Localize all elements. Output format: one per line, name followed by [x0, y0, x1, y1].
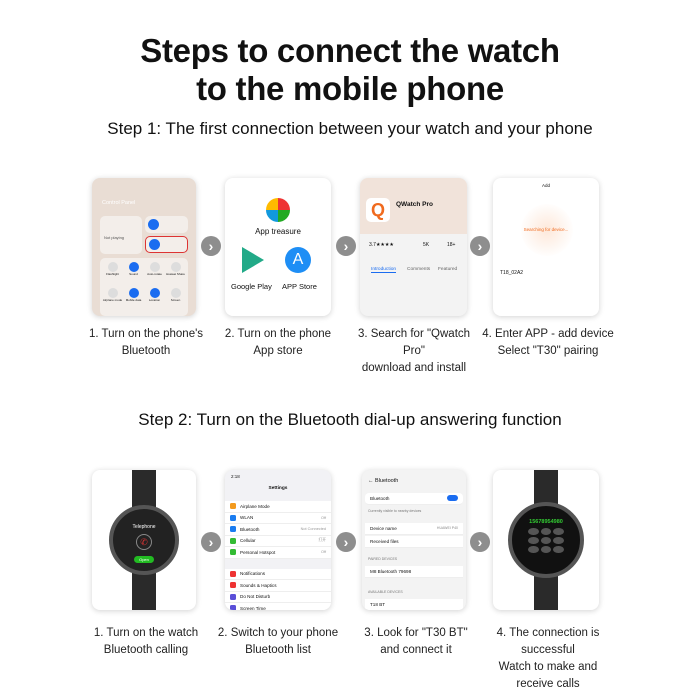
- app-store-label: APP Store: [282, 282, 317, 291]
- app-treasure-icon: [266, 198, 290, 222]
- dialed-number: 15678954980: [529, 519, 563, 525]
- settings-row-label: Bluetooth: [240, 526, 260, 532]
- settings-row-value: Off: [321, 515, 326, 520]
- google-play-label: Google Play: [231, 282, 272, 291]
- device-list-item[interactable]: T18_02A2: [500, 270, 524, 276]
- next-arrow-icon: ›: [336, 236, 356, 256]
- settings-row-label: Personal Hotspot: [240, 549, 276, 555]
- google-play-icon: [242, 247, 264, 273]
- status-time: 2:18: [231, 474, 240, 479]
- phone-icon: ✆: [136, 534, 152, 550]
- tab-comments[interactable]: Comments: [407, 267, 431, 272]
- control-panel-header: Control Panel: [102, 200, 136, 206]
- settings-icon: [230, 582, 236, 589]
- app-downloads: 5K: [423, 242, 430, 248]
- step2-heading: Step 2: Turn on the Bluetooth dial-up an…: [138, 410, 562, 429]
- paired-devices-label: PAIRED DEVICES: [368, 557, 398, 561]
- visible-note: Currently visible to nearby devices: [368, 509, 422, 513]
- next-arrow-icon: ›: [201, 236, 221, 256]
- settings-icon: [230, 605, 236, 610]
- next-arrow-icon: ›: [336, 532, 356, 552]
- dialpad: [528, 528, 564, 553]
- settings-icon: [230, 549, 236, 556]
- add-device-screen: Add Searching for device... T18_02A2: [493, 178, 599, 316]
- tab-introduction[interactable]: Introduction: [371, 267, 397, 273]
- bluetooth-tile: [145, 236, 188, 253]
- settings-row[interactable]: Screen Time: [225, 603, 331, 610]
- settings-row[interactable]: Airplane Mode: [225, 501, 331, 513]
- settings-icon: [230, 503, 236, 510]
- tab-featured[interactable]: Featured: [438, 267, 458, 272]
- settings-row-label: WLAN: [240, 515, 254, 521]
- app-store-icon: A: [285, 247, 311, 273]
- watch-open-button[interactable]: Open: [134, 556, 154, 563]
- next-arrow-icon: ›: [470, 532, 490, 552]
- settings-icon: [230, 526, 236, 533]
- page-title-line1: Steps to connect the watch: [140, 32, 560, 69]
- step1-heading: Step 1: The first connection between you…: [107, 119, 593, 138]
- bluetooth-toggle[interactable]: [447, 495, 458, 502]
- watch-telephone-image: Telephone ✆ Open: [92, 470, 196, 610]
- settings-row[interactable]: Cellular 打开: [225, 535, 331, 547]
- add-header: Add: [541, 183, 550, 188]
- settings-icon: [230, 514, 236, 521]
- paired-device-row[interactable]: M8 Bluetooth 79698: [365, 566, 463, 578]
- settings-row-label: Cellular: [240, 538, 256, 544]
- app-stores-image: App treasure A Google Play APP Store: [225, 178, 331, 316]
- app-name: QWatch Pro: [396, 201, 433, 208]
- settings-row[interactable]: Bluetooth Not Connected: [225, 524, 331, 536]
- app-age: 18+: [447, 242, 456, 248]
- not-playing-text: Not playing: [104, 235, 125, 240]
- watch-dialpad-image: 15678954980: [493, 470, 599, 610]
- received-files-row[interactable]: Received files: [365, 536, 463, 548]
- bluetooth-settings-screen: ← Bluetooth Bluetooth Currently visible …: [362, 470, 466, 610]
- bluetooth-icon: [149, 239, 160, 250]
- step1-caption-3: 3. Search for "Qwatch Pro"download and i…: [357, 328, 471, 374]
- app-rating: 3.7★★★★: [369, 242, 394, 248]
- bluetooth-header: ← Bluetooth: [368, 478, 399, 484]
- settings-row-value: Off: [321, 550, 326, 555]
- settings-row-label: Sounds & Haptics: [240, 582, 277, 588]
- settings-row-label: Screen Time: [240, 605, 266, 610]
- settings-icon: [230, 570, 236, 577]
- bluetooth-label: Bluetooth: [370, 495, 390, 501]
- control-panel-screenshot: Control Panel Not playing Flashlight Sou…: [92, 178, 196, 316]
- settings-row-label: Do Not Disturb: [240, 594, 271, 600]
- settings-icon: [230, 593, 236, 600]
- page-title-line2: to the mobile phone: [196, 70, 504, 107]
- wifi-icon: [148, 219, 159, 230]
- step2-caption-3: 3. Look for "T30 BT"and connect it: [364, 627, 468, 656]
- watch-telephone-title: Telephone: [132, 524, 156, 530]
- qwatch-pro-store-page: Q QWatch Pro 3.7★★★★ 5K 18+ Introduction…: [360, 178, 467, 316]
- settings-row[interactable]: WLAN Off: [225, 512, 331, 524]
- next-arrow-icon: ›: [470, 236, 490, 256]
- available-devices-label: AVAILABLE DEVICES: [368, 590, 403, 594]
- app-treasure-label: App treasure: [255, 227, 301, 236]
- settings-row[interactable]: Do Not Disturb: [225, 591, 331, 603]
- available-device-row[interactable]: T18 BT: [365, 599, 463, 610]
- qwatch-app-icon: Q: [366, 198, 390, 222]
- settings-icon: [230, 537, 236, 544]
- settings-row-label: Airplane Mode: [240, 503, 270, 509]
- settings-header: Settings: [268, 486, 288, 491]
- settings-row-label: Notifications: [240, 571, 266, 577]
- settings-row-value: 打开: [318, 538, 326, 543]
- settings-row[interactable]: Sounds & Haptics: [225, 580, 331, 592]
- settings-row-value: Not Connected: [300, 527, 326, 532]
- settings-row[interactable]: Personal Hotspot Off: [225, 547, 331, 559]
- next-arrow-icon: ›: [201, 532, 221, 552]
- settings-row[interactable]: Notifications: [225, 568, 331, 580]
- searching-text: Searching for device...: [523, 227, 569, 232]
